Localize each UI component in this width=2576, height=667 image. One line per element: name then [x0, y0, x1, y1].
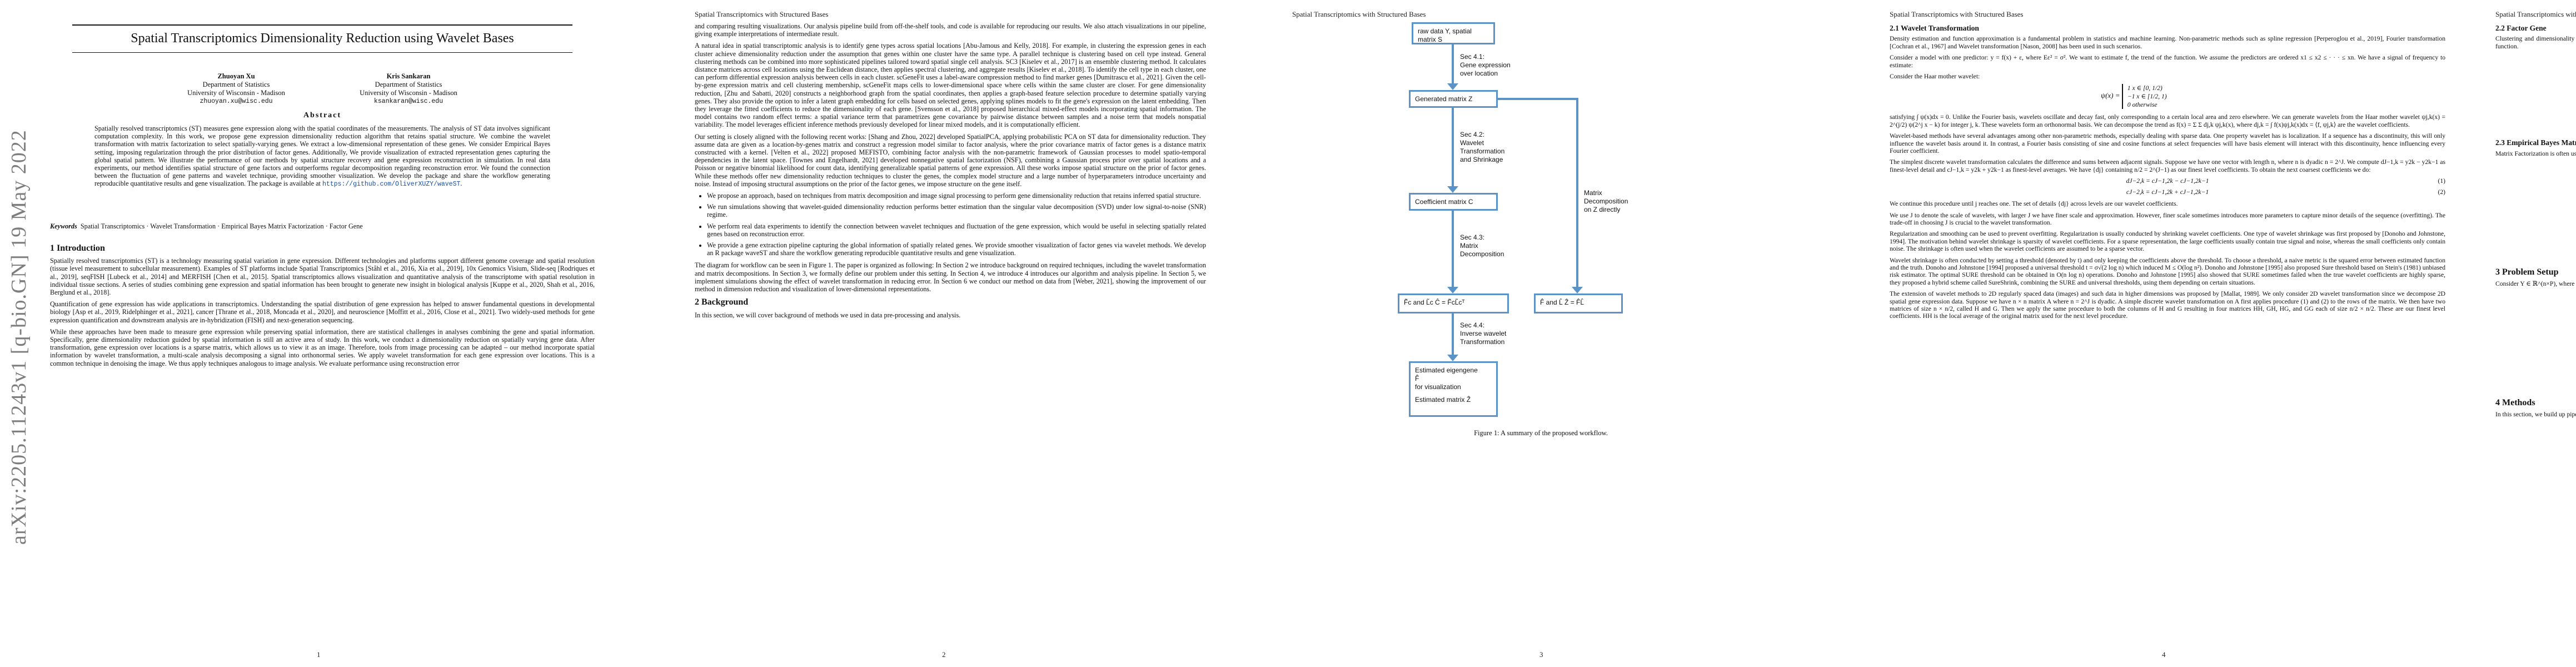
running-header: Spatial Transcriptomics with Structured … [2495, 10, 2576, 18]
page-5: Spatial Transcriptomics with Structured … [2490, 0, 2576, 667]
paper-title: Spatial Transcriptomics Dimensionality R… [72, 24, 572, 53]
equation-2: cJ−2,k = cJ−1,2k + cJ−1,2k−1 (2) [2126, 188, 2445, 196]
page-1: arXiv:2205.11243v1 [q-bio.GN] 19 May 202… [0, 0, 645, 667]
node-generated-matrix: Generated matrix Z [1409, 90, 1498, 108]
author-2-email[interactable]: ksankaran@wisc.edu [373, 98, 444, 105]
arrow-head [1447, 186, 1458, 193]
list-item: We provide a gene extraction pipeline ca… [707, 241, 1206, 257]
arrow-shaft [1452, 44, 1454, 84]
node-coefficient-matrix: Coefficient matrix C [1409, 193, 1498, 211]
arrow-head [1447, 355, 1458, 361]
page-3: Spatial Transcriptomics with Structured … [1242, 0, 1840, 667]
page-4: Spatial Transcriptomics with Structured … [1840, 0, 2490, 667]
figure-caption: Figure 1: A summary of the proposed work… [1474, 429, 1608, 437]
label-sec-4-4: Sec 4.4: Inverse wavelet Transformation [1460, 321, 1507, 346]
arrow-head [1572, 287, 1583, 293]
page-2-body: and comparing resulting visualizations. … [695, 22, 1206, 323]
node-raw-data: raw data Y, spatial matrix S [1412, 22, 1495, 44]
arrow-shaft [1452, 313, 1454, 356]
background-heading: 2 Background [695, 297, 749, 307]
label-sec-4-1: Sec 4.1: Gene expression over location [1460, 53, 1511, 77]
equation-1: dJ−2,k = cJ−1,2k − cJ−1,2k−1 (1) [2126, 177, 2446, 185]
arrow-shaft [1452, 211, 1454, 288]
page-5-body: 2.2 Factor Gene Clustering and dimension… [2495, 24, 2576, 419]
author-2: Kris Sankaran Department of Statistics U… [339, 72, 478, 106]
arrow-shaft [1576, 98, 1578, 288]
haar-wavelet-equation: ψ(x) = 1 x ∈ [0, 1/2) −1 x ∈ [1/2, 1) 0 … [2101, 84, 2167, 109]
keywords: Keywords Spatial Transcriptomics · Wavel… [50, 222, 363, 230]
page-number: 3 [1539, 650, 1543, 659]
page-number: 4 [2162, 650, 2166, 659]
running-header: Spatial Transcriptomics with Structured … [695, 10, 829, 18]
label-direct-decomposition: Matrix Decomposition on Z directly [1584, 189, 1628, 213]
intro-paragraph: Spatially resolved transcriptomics (ST) … [50, 257, 595, 297]
page-4-body: 2.1 Wavelet Transformation Density estim… [1890, 24, 2446, 320]
list-item: We perform real data experiments to iden… [707, 222, 1206, 238]
abstract-text: Spatially resolved transcriptomics (ST) … [94, 125, 550, 188]
arrow-shaft [1452, 108, 1454, 187]
author-1: Zhuoyan Xu Department of Statistics Univ… [167, 72, 306, 106]
wavelet-heading: 2.1 Wavelet Transformation [1890, 24, 1979, 32]
page-number: 1 [317, 650, 321, 659]
intro-paragraph: Quantification of gene expression has wi… [50, 300, 595, 324]
label-sec-4-2: Sec 4.2: Wavelet Transformation and Shri… [1460, 131, 1505, 163]
page-number: 2 [942, 650, 946, 659]
abstract-heading: Abstract [303, 111, 342, 120]
list-item: We run simulations showing that wavelet-… [707, 203, 1206, 218]
arxiv-stamp: arXiv:2205.11243v1 [q-bio.GN] 19 May 202… [7, 130, 31, 545]
intro-heading: 1 Introduction [50, 243, 105, 253]
running-header: Spatial Transcriptomics with Structured … [1890, 10, 2024, 18]
list-item: We propose an approach, based on techniq… [707, 192, 1206, 200]
author-1-email[interactable]: zhuoyan.xu@wisc.edu [200, 98, 273, 105]
running-header: Spatial Transcriptomics with Structured … [1292, 10, 1426, 18]
page-2: Spatial Transcriptomics with Structured … [645, 0, 1242, 667]
node-decomposed-coefficients: F̃c and L̃c Ĉ = F̃cL̃cᵀ [1398, 293, 1509, 313]
introduction-section: 1 Introduction Spatially resolved transc… [50, 239, 595, 371]
arrow-head [1447, 287, 1458, 293]
contributions-list: We propose an approach, based on techniq… [695, 192, 1206, 257]
node-estimated-output: Estimated eigengene F̂ for visualization… [1409, 361, 1498, 417]
intro-paragraph: While these approaches have been made to… [50, 327, 595, 367]
node-direct-decomposition: F̂ and L̂ Ẑ = F̂L̂ [1534, 293, 1623, 313]
label-sec-4-3: Sec 4.3: Matrix Decomposition [1460, 233, 1504, 258]
arrow-head [1447, 83, 1458, 90]
arrow-shaft [1498, 98, 1577, 100]
package-link[interactable]: https://github.com/OliverXUZY/waveST [322, 181, 461, 188]
